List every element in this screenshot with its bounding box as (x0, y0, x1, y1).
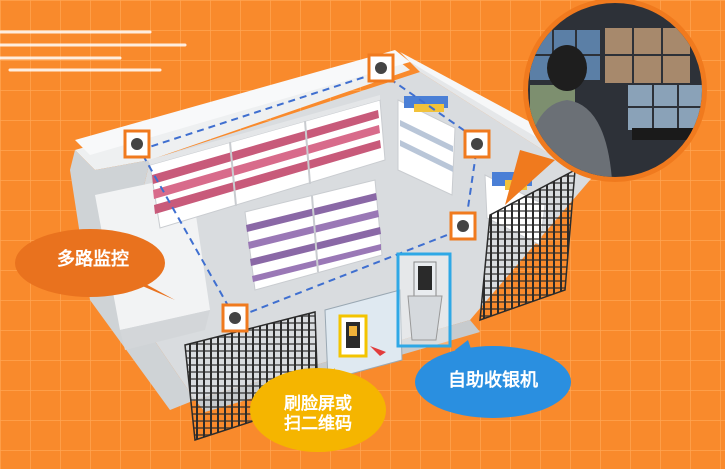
security-camera-icon (449, 211, 477, 241)
left-partition-side (120, 310, 210, 350)
face-scan-label-line2: 扫二维码 (284, 413, 352, 434)
face-scan-bubble (250, 368, 386, 452)
right-shelves (397, 96, 546, 246)
multi-monitor-bubble (15, 229, 175, 300)
monitoring-room-bubble (505, 0, 707, 205)
multi-monitor-label: 多路监控 (57, 249, 129, 270)
speed-lines (0, 30, 187, 72)
self-checkout-bubble (415, 340, 571, 418)
face-scan-label-line1: 刷脸屏或 (284, 394, 352, 414)
back-left-wall-top (75, 50, 410, 155)
operator-head (547, 45, 587, 91)
self-checkout-kiosk-icon (396, 252, 452, 348)
middle-shelves (244, 179, 383, 291)
self-checkout-label: 自助收银机 (448, 370, 538, 391)
security-camera-icon (463, 129, 491, 159)
entry-arrow (370, 346, 386, 356)
back-shelves (148, 95, 386, 229)
face-scan-label: 刷脸屏或 扫二维码 (258, 394, 378, 434)
security-camera-icon (367, 53, 395, 83)
security-camera-icon (123, 129, 151, 159)
face-scanner-icon (338, 314, 368, 358)
security-camera-icon (221, 303, 249, 333)
monitoring-zone (138, 70, 480, 320)
